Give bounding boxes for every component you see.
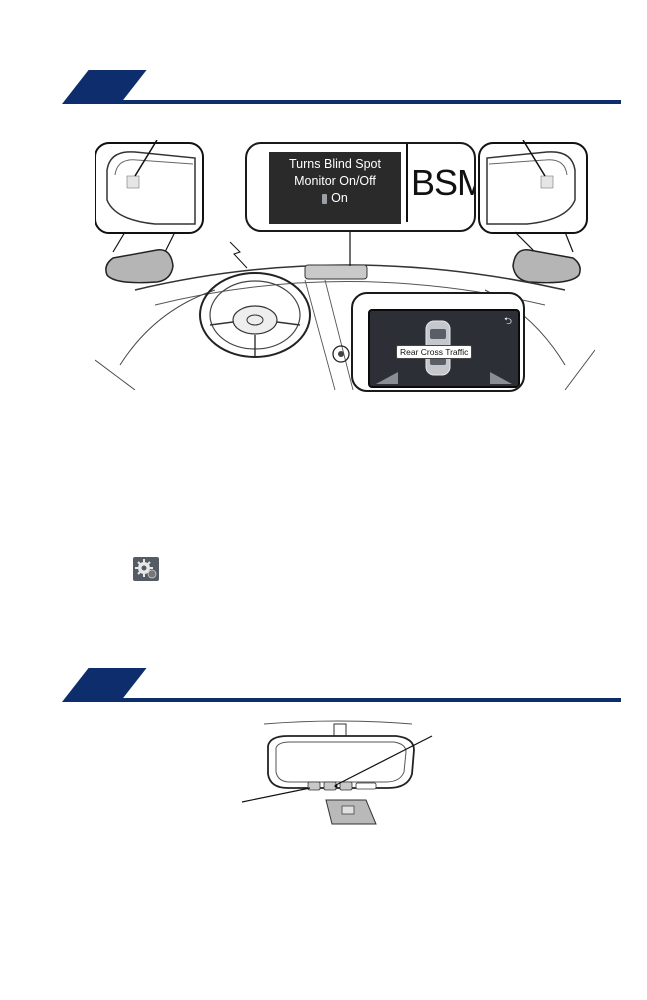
rear-cross-traffic-callout: ⮌ Rear Cross Traffic	[351, 292, 525, 392]
mfd-screen: Turns Blind Spot Monitor On/Off On	[269, 152, 401, 224]
section-header-homelink	[62, 668, 621, 702]
bsm-indicator-icon	[126, 175, 140, 189]
section-header-rule	[98, 698, 621, 702]
mfd-line-1: Turns Blind Spot	[289, 157, 381, 171]
section-header-tab	[62, 70, 147, 104]
back-arrow-icon: ⮌	[503, 316, 512, 327]
homelink-button	[339, 781, 353, 791]
right-mirror-callout	[478, 140, 588, 253]
gear-settings-icon	[133, 557, 159, 581]
homelink-button	[323, 781, 337, 791]
steering-wheel	[199, 272, 311, 358]
rearview-mirror-illustration	[241, 720, 433, 825]
mfd-divider	[406, 144, 408, 222]
right-side-mirror	[512, 249, 581, 284]
mfd-status: On	[331, 191, 348, 205]
multi-info-display-callout: Turns Blind Spot Monitor On/Off On BSM	[245, 142, 476, 232]
rear-cross-traffic-label: Rear Cross Traffic	[396, 345, 473, 359]
bsm-dashboard-illustration	[95, 140, 595, 390]
multi-info-display	[304, 264, 368, 280]
bsm-indicator-icon	[540, 175, 554, 189]
section-header-rule	[98, 100, 621, 104]
left-side-mirror	[105, 249, 174, 284]
bsm-button-label: BSM	[411, 162, 474, 203]
homelink-button	[307, 781, 321, 791]
left-mirror-callout	[95, 140, 204, 253]
section-header-bsm	[62, 70, 621, 104]
mfd-status-row: On	[269, 190, 401, 207]
rearview-mirror	[267, 735, 415, 789]
mfd-line-2: Monitor On/Off	[294, 174, 376, 188]
rct-warning-indicators	[376, 372, 512, 384]
section-header-tab	[62, 668, 147, 702]
on-indicator-icon	[322, 193, 328, 204]
center-display: ⮌ Rear Cross Traffic	[368, 309, 520, 388]
